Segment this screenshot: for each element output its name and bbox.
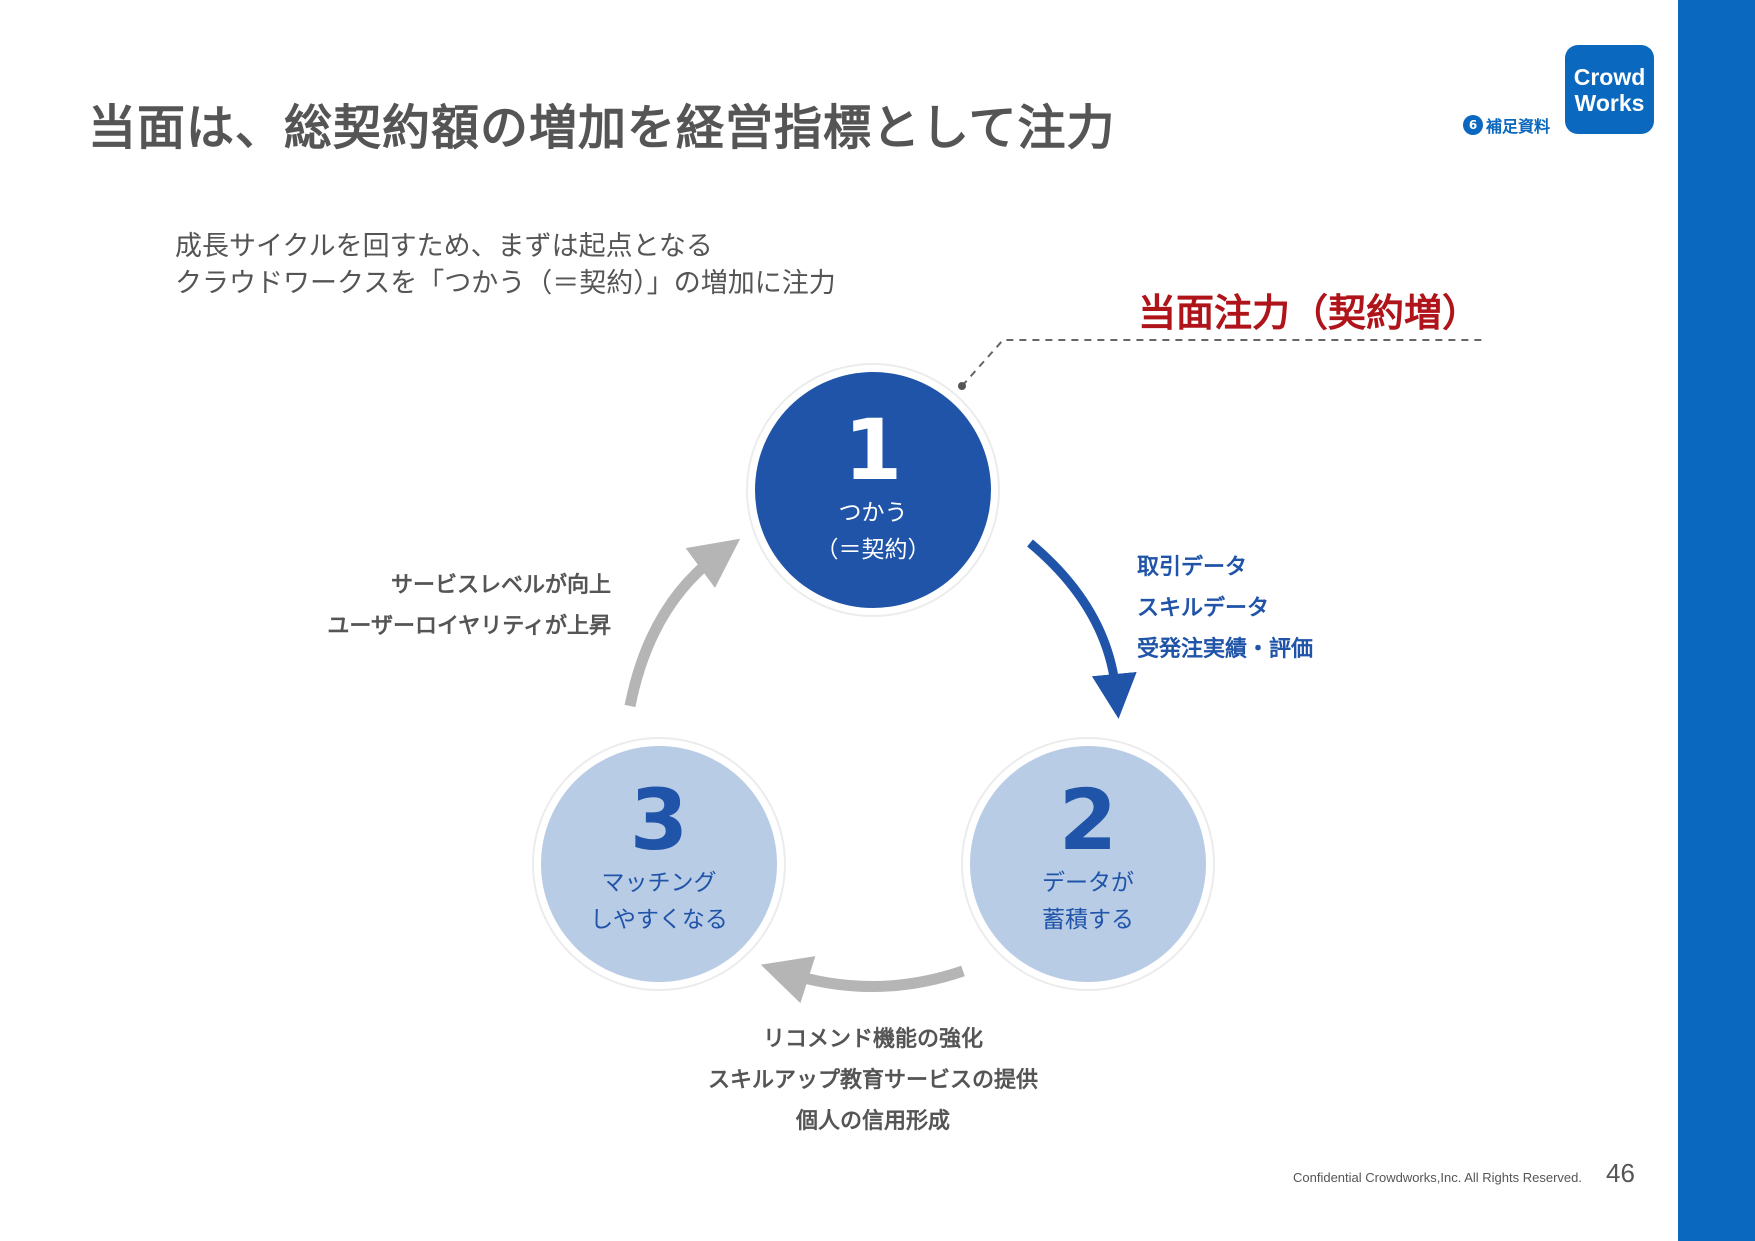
flow-3-to-1-item: ユーザーロイヤリティが上昇 <box>327 614 611 639</box>
flow-2-to-3-labels: リコメンド機能の強化 スキルアップ教育サービスの提供 個人の信用形成 <box>708 1019 1038 1142</box>
step3-line-1: マッチング <box>601 870 717 896</box>
flow-1-to-2-item: スキルデータ <box>1137 596 1270 621</box>
arrow-2-to-3 <box>760 956 965 1004</box>
step2-number: 2 <box>1058 771 1118 869</box>
step2-circle-fill <box>970 746 1206 982</box>
step2-text: 2 データが 蓄積する <box>1042 775 1134 939</box>
intro-line-1: 成長サイクルを回すため、まずは起点となる <box>175 231 713 262</box>
flow-2-to-3-item: リコメンド機能の強化 <box>762 1027 984 1052</box>
focus-leader-dot <box>958 382 966 390</box>
flow-3-to-1-labels: サービスレベルが向上 ユーザーロイヤリティが上昇 <box>327 565 611 647</box>
page-number: 46 <box>1606 1158 1635 1188</box>
section-number-badge: 6 <box>1463 115 1483 135</box>
intro-line-2: クラウドワークスを「つかう（＝契約）」の増加に注力 <box>175 268 836 299</box>
section-label: 補足資料 <box>1486 117 1551 136</box>
step2-line-2: 蓄積する <box>1042 907 1134 933</box>
arrow-1-to-2 <box>1027 539 1137 719</box>
flow-1-to-2-labels: 取引データ スキルデータ 受発注実績・評価 <box>1137 547 1313 670</box>
step1-circle-fill <box>755 372 991 608</box>
flow-2-to-3-item: 個人の信用形成 <box>795 1109 951 1134</box>
step2-line-1: データが <box>1042 870 1134 896</box>
step3-text: 3 マッチング しやすくなる <box>590 775 728 939</box>
step3-circle-fill <box>541 746 777 982</box>
logo-line-1: Crowd <box>1573 63 1646 90</box>
arrow-3-to-1 <box>624 538 741 708</box>
page-title: 当面は、総契約額の増加を経営指標として注力 <box>88 100 1116 156</box>
focus-label: 当面注力（契約増） <box>1138 291 1481 335</box>
step1-text: 1 つかう （＝契約） <box>816 405 931 569</box>
footer-copyright: Confidential Crowdworks,Inc. All Rights … <box>1292 1170 1582 1185</box>
section-tag: 6 補足資料 <box>1463 113 1550 137</box>
step3-line-2: しやすくなる <box>590 907 728 933</box>
flow-2-to-3-item: スキルアップ教育サービスの提供 <box>707 1068 1039 1093</box>
step1-number: 1 <box>843 401 903 499</box>
intro-text: 成長サイクルを回すため、まずは起点となる クラウドワークスを「つかう（＝契約）」… <box>175 228 836 302</box>
right-accent-bar <box>1678 0 1755 1241</box>
crowdworks-logo: Crowd Works <box>1565 45 1654 134</box>
flow-3-to-1-item: サービスレベルが向上 <box>390 573 611 598</box>
step1-line-2: （＝契約） <box>815 537 931 563</box>
logo-line-2: Works <box>1574 89 1645 116</box>
flow-1-to-2-item: 受発注実績・評価 <box>1137 637 1314 662</box>
focus-leader-line <box>961 339 1485 387</box>
step1-line-1: つかう <box>838 500 908 526</box>
step3-number: 3 <box>629 771 689 869</box>
flow-1-to-2-item: 取引データ <box>1137 555 1248 580</box>
